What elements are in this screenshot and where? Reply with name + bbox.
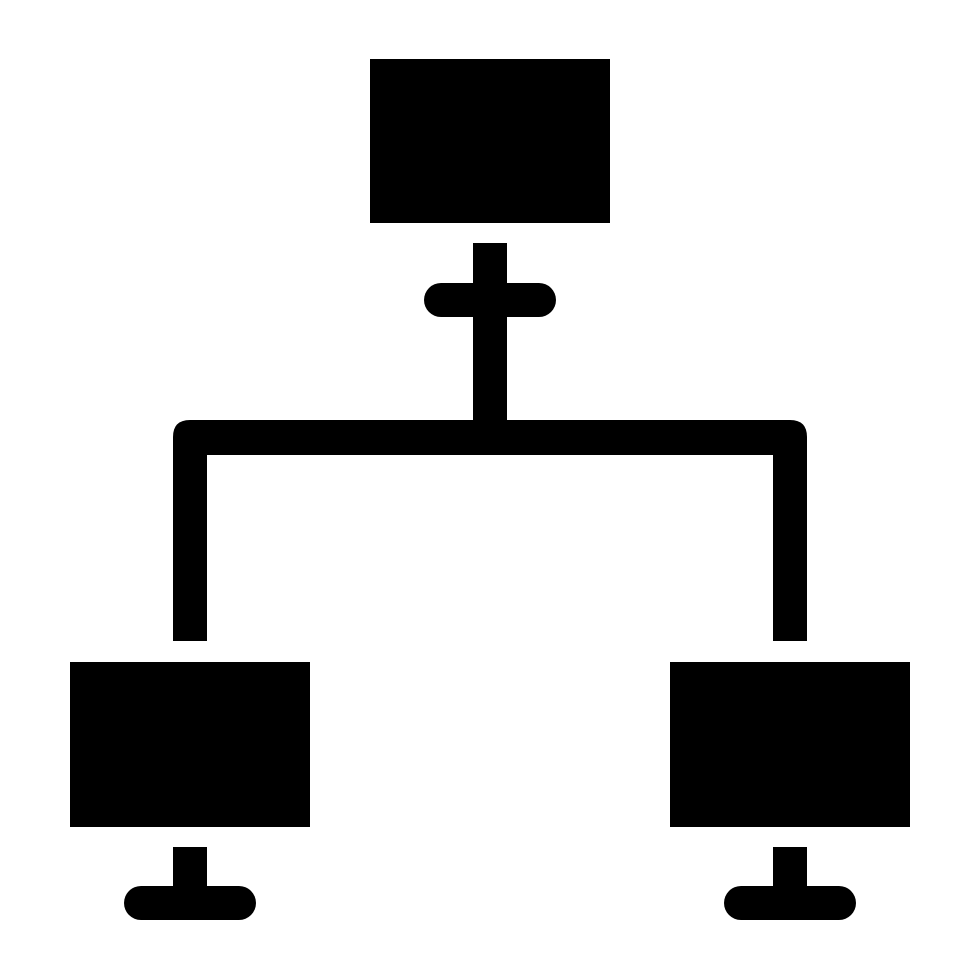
child-monitor-left-screen (70, 662, 310, 827)
child-monitor-left-base (124, 886, 256, 920)
parent-monitor-neck (473, 243, 507, 423)
connector-bracket (173, 420, 807, 641)
child-monitor-right-screen (670, 662, 910, 827)
parent-monitor-base (424, 283, 556, 317)
child-monitor-right-base (724, 886, 856, 920)
child-monitor-left-neck (173, 847, 207, 892)
child-monitor-right-neck (773, 847, 807, 892)
parent-monitor-screen (370, 59, 610, 223)
